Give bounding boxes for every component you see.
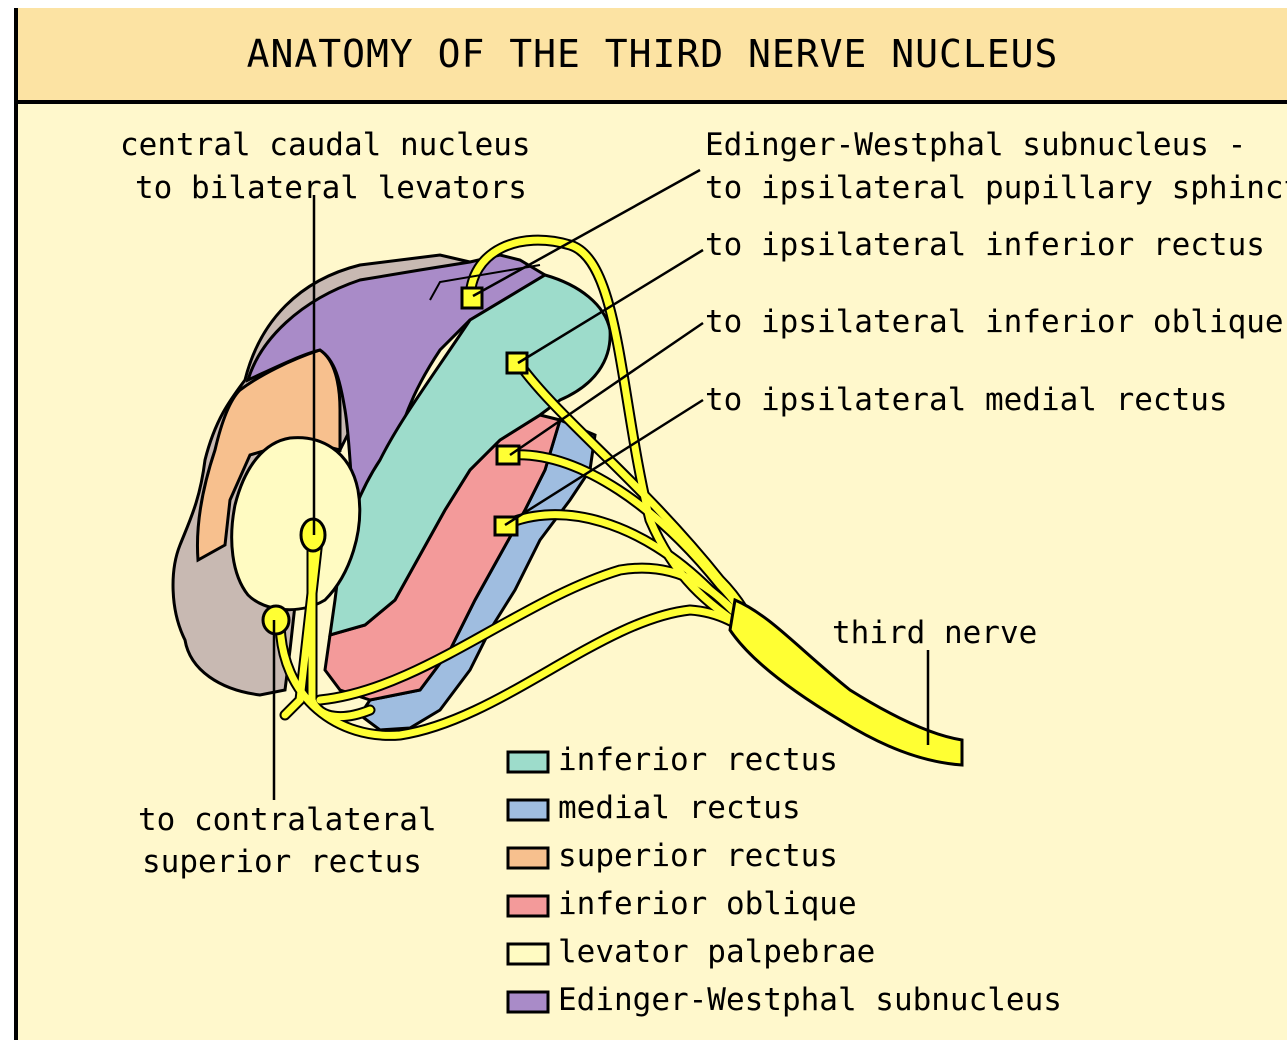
label-inferior-rectus: to ipsilateral inferior rectus bbox=[705, 227, 1265, 263]
legend: inferior rectus medial rectus superior rec… bbox=[508, 742, 1062, 1018]
legend-label: inferior oblique bbox=[558, 886, 857, 922]
legend-swatch bbox=[508, 752, 548, 772]
label-third-nerve: third nerve bbox=[832, 615, 1037, 651]
label-contralateral: to contralateral bbox=[138, 802, 437, 838]
label-central-caudal: central caudal nucleus bbox=[120, 127, 531, 163]
legend-swatch bbox=[508, 800, 548, 820]
legend-label: levator palpebrae bbox=[558, 934, 875, 970]
legend-swatch bbox=[508, 896, 548, 916]
legend-label: inferior rectus bbox=[558, 742, 838, 778]
legend-swatch bbox=[508, 944, 548, 964]
label-pupillary-sphincter: to ipsilateral pupillary sphincter bbox=[705, 170, 1287, 206]
label-inferior-oblique: to ipsilateral inferior oblique bbox=[705, 304, 1284, 340]
legend-label: Edinger-Westphal subnucleus bbox=[558, 982, 1062, 1018]
label-medial-rectus: to ipsilateral medial rectus bbox=[705, 382, 1228, 418]
label-bilateral-levators: to bilateral levators bbox=[135, 170, 527, 206]
label-superior-rectus: superior rectus bbox=[142, 844, 422, 880]
legend-swatch bbox=[508, 992, 548, 1012]
label-edinger-westphal: Edinger-Westphal subnucleus - bbox=[705, 127, 1246, 163]
legend-label: superior rectus bbox=[558, 838, 838, 874]
legend-swatch bbox=[508, 848, 548, 868]
legend-label: medial rectus bbox=[558, 790, 801, 826]
